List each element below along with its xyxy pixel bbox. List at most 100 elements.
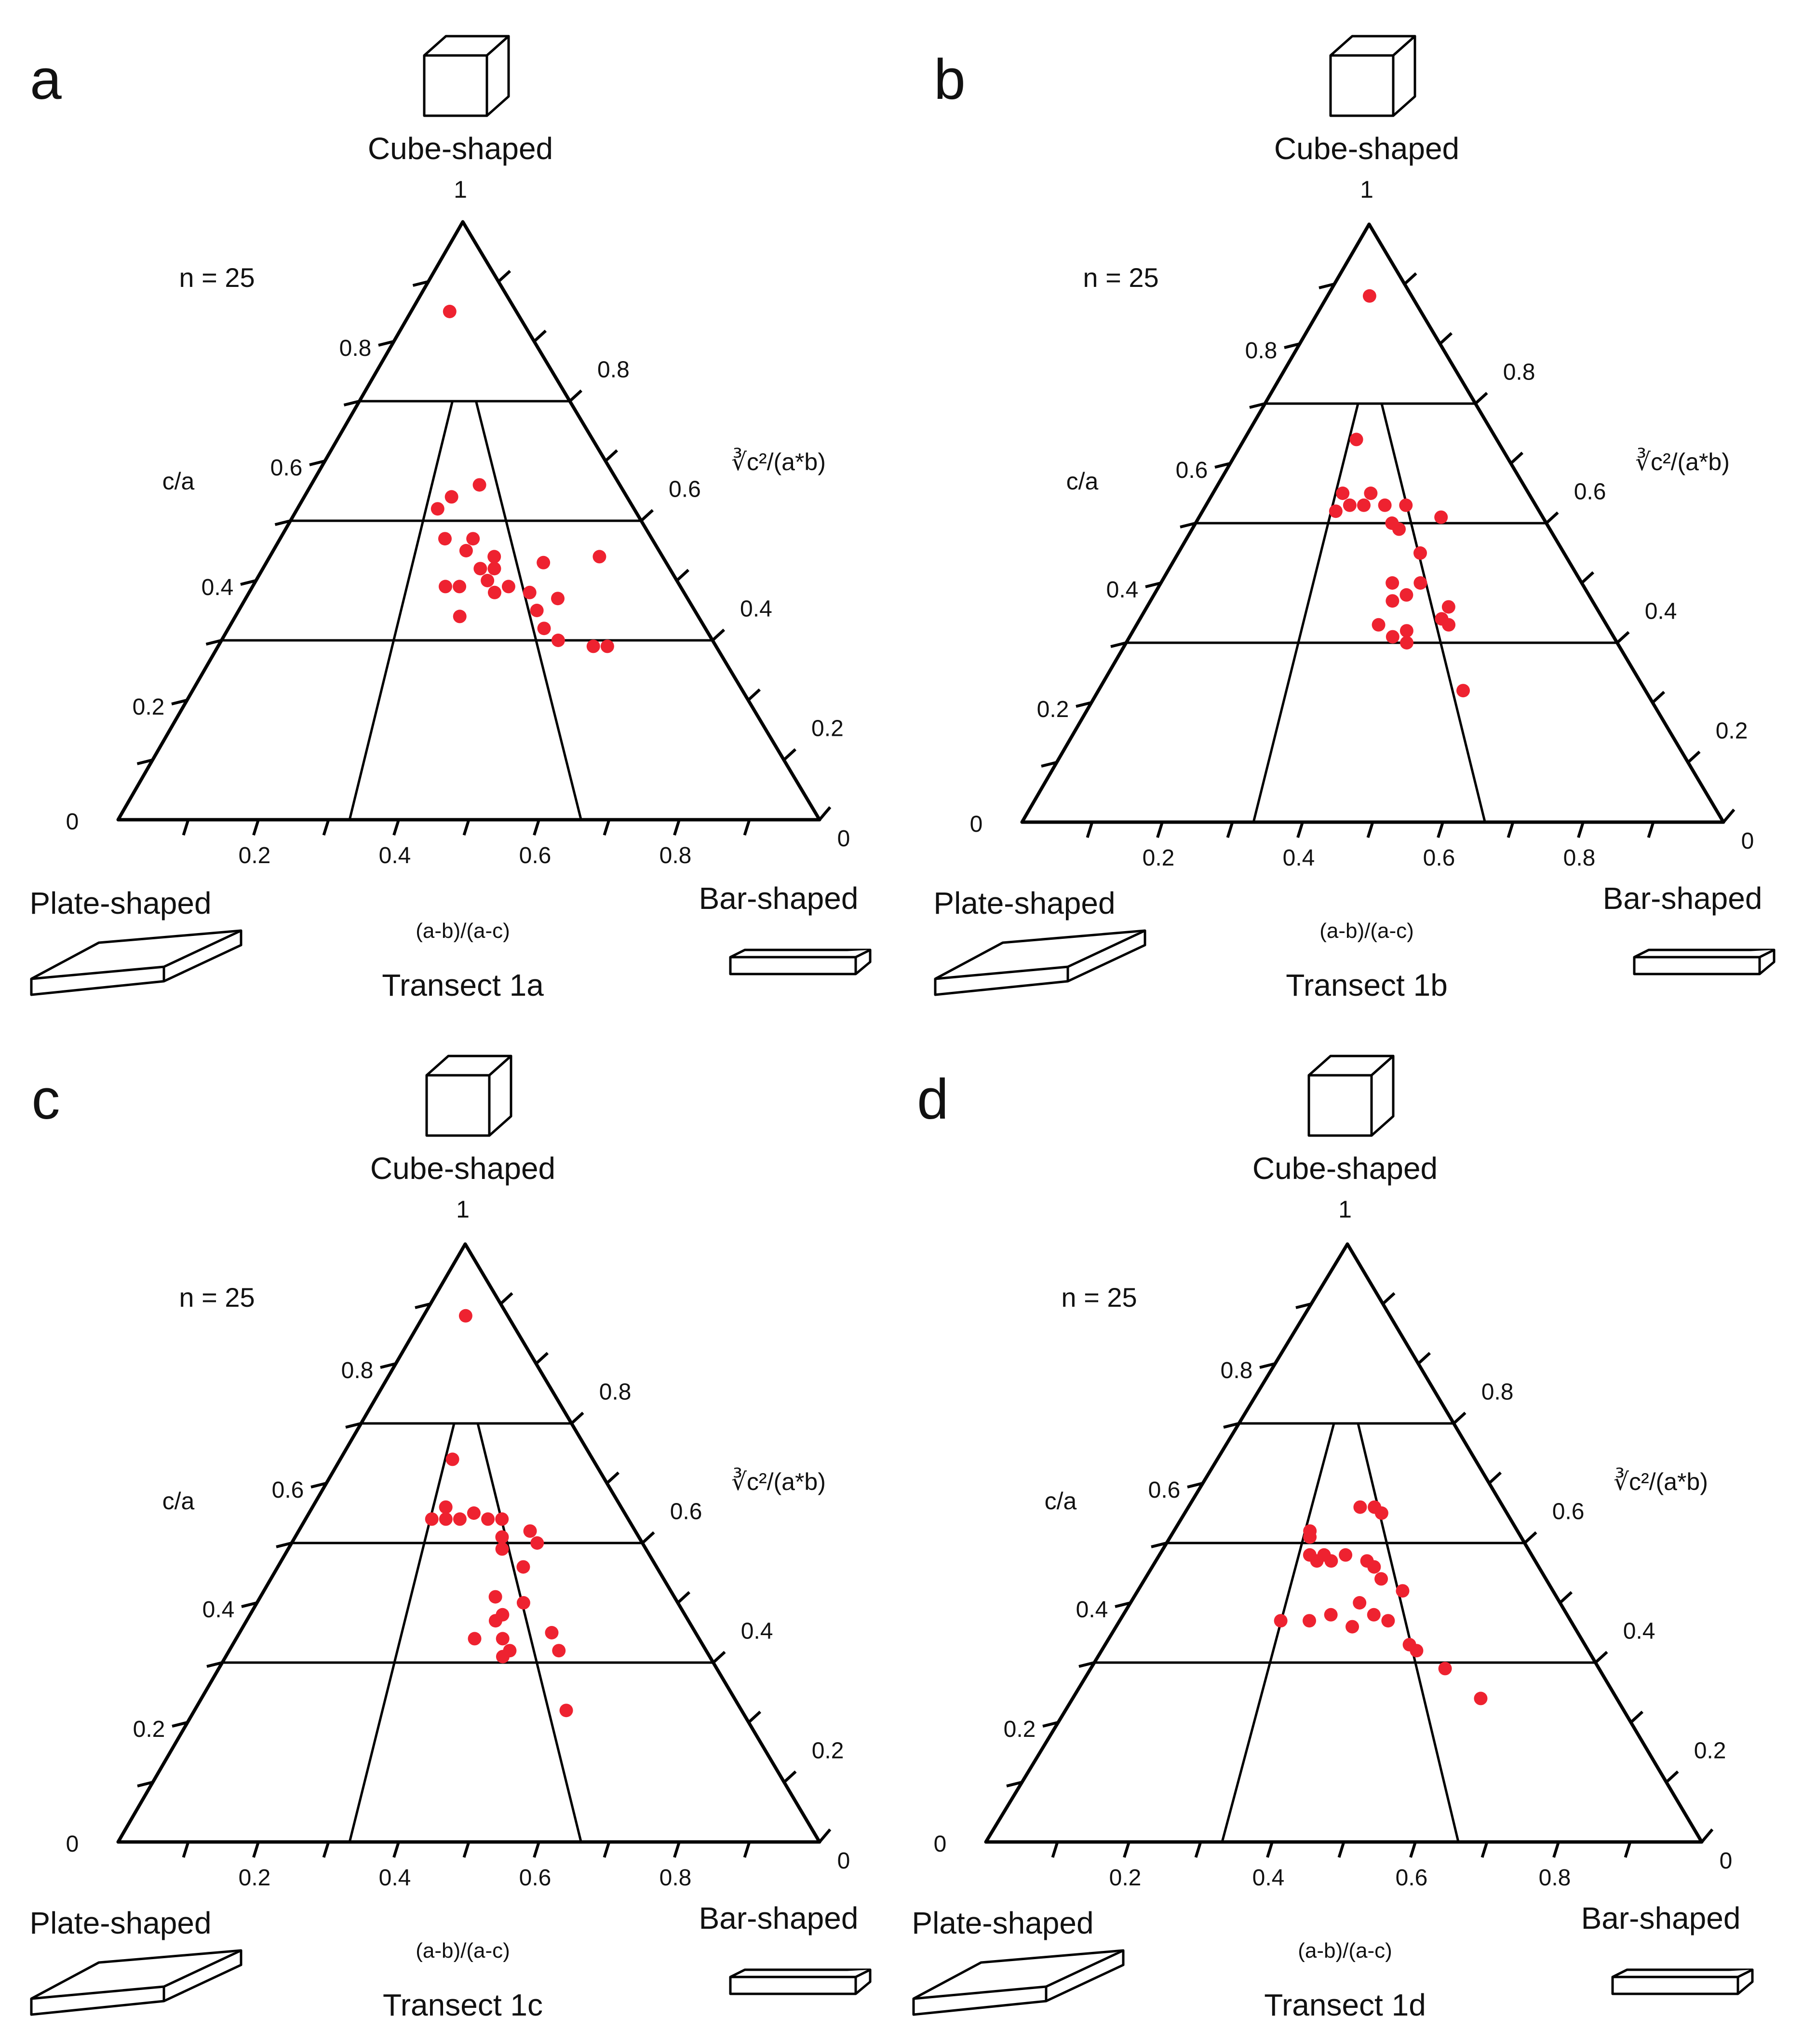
left-tick <box>1214 462 1231 469</box>
data-point <box>453 1512 467 1526</box>
right-axis-label: ∛c²/(a*b) <box>1635 447 1730 475</box>
data-point <box>1399 588 1413 602</box>
division-line <box>348 1423 456 1842</box>
bar-shape-icon <box>729 1968 872 1995</box>
data-point <box>592 550 606 564</box>
data-point <box>1410 1644 1424 1658</box>
right-tick-label: 0.4 <box>741 1618 773 1644</box>
data-point <box>495 1542 509 1556</box>
bottom-tick <box>1086 822 1094 838</box>
left-tick <box>378 340 394 347</box>
bottom-tick <box>322 819 330 836</box>
left-tick <box>1259 1362 1276 1369</box>
data-point <box>1400 636 1413 650</box>
bottom-tick <box>743 819 751 836</box>
left-tick <box>172 1721 188 1728</box>
data-point <box>1324 1554 1338 1568</box>
bottom-tick <box>673 1841 681 1858</box>
data-point <box>1381 1614 1395 1628</box>
data-point <box>472 478 486 492</box>
left-tick <box>309 460 325 466</box>
left-tick-label: 0.2 <box>133 694 165 720</box>
left-tick-label: 0.2 <box>133 1717 165 1742</box>
bottom-tick-label: 0.6 <box>519 1865 552 1891</box>
bottom-tick-label: 0.8 <box>659 1865 692 1891</box>
data-point <box>523 1524 537 1538</box>
right-tick <box>1523 1531 1537 1544</box>
plate-shape-icon <box>934 929 1146 996</box>
data-point <box>1413 546 1427 560</box>
data-point <box>1392 522 1406 536</box>
zero-left-label: 0 <box>970 812 983 837</box>
data-point <box>496 1650 510 1664</box>
apex-value: 1 <box>456 1196 470 1223</box>
data-point <box>551 634 565 647</box>
data-point <box>1357 498 1371 512</box>
n-label: n = 25 <box>1061 1282 1137 1313</box>
bottom-tick-label: 0.2 <box>1143 845 1175 871</box>
bottom-tick <box>1366 822 1374 838</box>
left-tick <box>241 1601 257 1608</box>
data-point <box>1324 1608 1338 1622</box>
data-point <box>1399 624 1413 638</box>
panel-letter: c <box>32 1068 60 1131</box>
data-point <box>473 562 487 576</box>
bottom-tick <box>673 819 681 836</box>
right-tick <box>711 628 726 642</box>
data-point <box>425 1512 439 1526</box>
division-line <box>348 401 454 820</box>
data-point <box>1386 576 1399 590</box>
left-tick <box>171 699 188 705</box>
right-tick <box>747 1710 762 1724</box>
zero-right-label: 0 <box>1720 1848 1733 1874</box>
transect-title: Transect 1b <box>1286 968 1448 1002</box>
right-axis-label: ∛c²/(a*b) <box>731 1467 826 1495</box>
zero-left-label: 0 <box>66 809 79 835</box>
left-axis-label: c/a <box>1045 1488 1077 1515</box>
data-point <box>552 1644 566 1658</box>
data-point <box>516 1560 530 1574</box>
bottom-tick <box>1507 822 1515 838</box>
right-tick <box>1687 750 1701 764</box>
left-tick-label: 0.4 <box>202 1597 235 1623</box>
cube-icon <box>1307 1055 1395 1137</box>
bottom-tick-label: 0.8 <box>1539 1865 1571 1891</box>
data-point <box>444 490 458 504</box>
data-point <box>1303 1530 1317 1544</box>
right-tick <box>497 270 511 283</box>
right-axis-text: ∛c²/(a*b) <box>1614 1467 1708 1495</box>
bottom-axis-label: (a-b)/(a-c) <box>416 919 510 943</box>
left-tick <box>1151 1542 1167 1548</box>
bottom-tick <box>533 1841 540 1858</box>
bottom-tick-label: 0.4 <box>379 1865 411 1891</box>
left-tick <box>1284 342 1300 349</box>
right-tick <box>1403 272 1417 285</box>
right-tick <box>1453 1411 1467 1425</box>
bottom-tick <box>462 819 471 836</box>
right-tick <box>1474 392 1488 405</box>
bar-shape-icon <box>1611 1968 1754 1995</box>
left-corner-label: Plate-shaped <box>29 886 211 920</box>
left-tick-label: 0.4 <box>202 575 234 600</box>
left-axis-label: c/a <box>162 468 195 495</box>
apex-label: Cube-shaped <box>368 131 553 166</box>
bottom-tick <box>392 1841 400 1858</box>
right-corner-label: Bar-shaped <box>1603 881 1763 916</box>
left-tick-label: 0.8 <box>1221 1358 1253 1383</box>
right-tick <box>1616 631 1630 644</box>
left-tick <box>240 579 256 586</box>
left-tick-label: 0.2 <box>1037 697 1069 722</box>
right-tick <box>1651 690 1666 704</box>
data-point <box>487 585 501 599</box>
zero-right-label: 0 <box>837 1848 850 1874</box>
right-tick <box>675 569 690 582</box>
data-point <box>1367 1608 1381 1622</box>
right-tick <box>1665 1770 1679 1784</box>
bottom-axis-label: (a-b)/(a-c) <box>1298 1939 1392 1963</box>
data-point <box>1435 612 1449 626</box>
bottom-tick <box>603 819 611 836</box>
bottom-tick <box>1296 822 1304 838</box>
n-label: n = 25 <box>1083 262 1158 293</box>
